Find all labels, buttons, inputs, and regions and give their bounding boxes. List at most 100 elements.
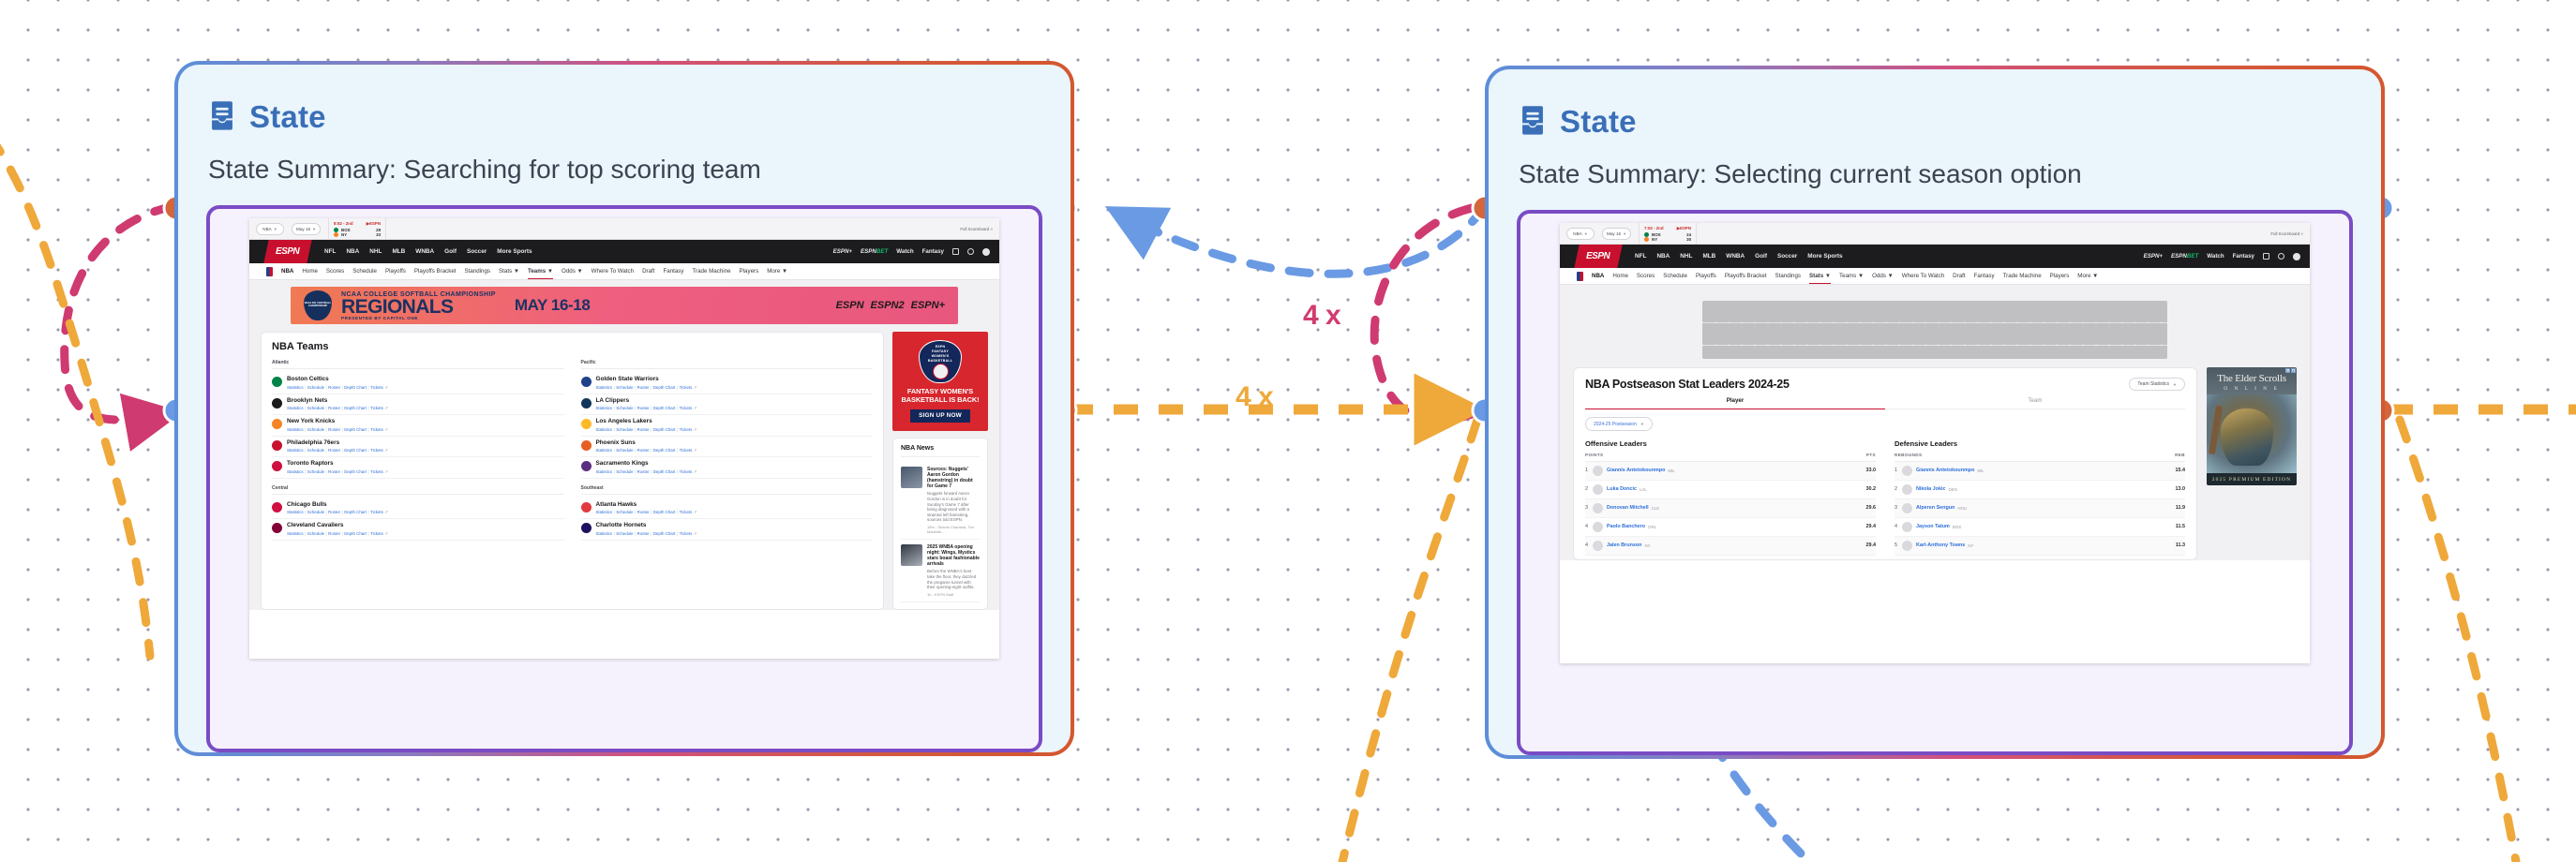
player-name[interactable]: Donovan Mitchell [1607, 505, 1649, 512]
date-select[interactable]: May 16 ▼ [1602, 227, 1632, 240]
team-name[interactable]: Cleveland Cavaliers [287, 522, 344, 529]
nav-watch[interactable]: Watch [896, 248, 914, 256]
fantasy-womens-basketball-ad[interactable]: ESPN FANTASY WOMEN'S BASKETBALL FANTASY … [892, 332, 988, 431]
subnav-trade-machine[interactable]: Trade Machine [692, 268, 731, 275]
subnav-stats[interactable]: Stats ▼ [499, 268, 519, 275]
node2-screenshot-frame[interactable]: NBA ▼ May 16 ▼ 7:02 - 2nd ▶ESPN [1517, 210, 2353, 755]
nav-item[interactable]: MLB [392, 248, 406, 256]
nav-item[interactable]: WNBA [1726, 253, 1745, 260]
team-name[interactable]: Atlanta Hawks [595, 500, 637, 508]
nav-item[interactable]: Soccer [466, 248, 487, 256]
player-name[interactable]: Nikola Jokic [1916, 486, 1946, 493]
team-name[interactable]: New York Knicks [287, 418, 336, 425]
team-links[interactable]: Statistics|Schedule|Roster|Depth Chart|T… [287, 448, 388, 453]
team-links[interactable]: Statistics|Schedule|Roster|Depth Chart|T… [287, 530, 388, 536]
espn-nba-teams-screenshot[interactable]: NBA ▼ May 16 ▼ 8:52 - 2nd ▶ESPN [249, 218, 999, 660]
team-links[interactable]: Statistics|Schedule|Roster|Depth Chart|T… [595, 406, 697, 411]
team-links[interactable]: Statistics|Schedule|Roster|Depth Chart|T… [287, 468, 388, 474]
subnav-schedule[interactable]: Schedule [352, 268, 377, 275]
nav-item[interactable]: Golf [1755, 253, 1767, 260]
date-select[interactable]: May 16 ▼ [292, 222, 322, 235]
player-name[interactable]: Giannis Antetokounmpo [1607, 468, 1666, 474]
subnav-home[interactable]: Home [1612, 273, 1628, 280]
team-name[interactable]: Brooklyn Nets [287, 396, 328, 404]
tab-player[interactable]: Player [1585, 397, 1885, 410]
team-name[interactable]: Toronto Raptors [287, 460, 334, 468]
state-node-1[interactable]: State State Summary: Searching for top s… [174, 61, 1074, 756]
team-name[interactable]: LA Clippers [595, 396, 630, 404]
player-name[interactable]: Alperen Sengun [1916, 505, 1955, 512]
subnav-stats[interactable]: Stats ▼ [1809, 273, 1832, 285]
subnav-players[interactable]: Players [739, 268, 759, 275]
subnav-where-to-watch[interactable]: Where To Watch [1901, 273, 1945, 280]
nav-item[interactable]: Golf [444, 248, 457, 256]
nav-item[interactable]: WNBA [415, 248, 435, 256]
team-links[interactable]: Statistics|Schedule|Roster|Depth Chart|T… [287, 406, 388, 411]
nav-item[interactable]: Soccer [1776, 253, 1798, 260]
nav-item[interactable]: More Sports [1807, 253, 1843, 260]
player-name[interactable]: Giannis Antetokounmpo [1916, 468, 1975, 474]
subnav-playoffs[interactable]: Playoffs [1696, 273, 1716, 280]
team-links[interactable]: Statistics|Schedule|Roster|Depth Chart|T… [287, 384, 388, 390]
team-links[interactable]: Statistics|Schedule|Roster|Depth Chart|T… [287, 426, 388, 432]
team-links[interactable]: Statistics|Schedule|Roster|Depth Chart|T… [595, 530, 697, 536]
nav-fantasy[interactable]: Fantasy [921, 248, 944, 256]
node1-screenshot-frame[interactable]: NBA ▼ May 16 ▼ 8:52 - 2nd ▶ESPN [206, 205, 1042, 752]
espn-plus-link[interactable]: ESPN+ [2143, 253, 2164, 260]
list-icon[interactable] [952, 248, 959, 256]
full-scoreboard-link[interactable]: Full Scoreboard » [2270, 230, 2303, 236]
team-name[interactable]: Phoenix Suns [595, 438, 636, 446]
nav-item[interactable]: More Sports [497, 248, 532, 256]
team-name[interactable]: Chicago Bulls [287, 500, 327, 508]
account-icon[interactable] [982, 247, 990, 256]
team-links[interactable]: Statistics|Schedule|Roster|Depth Chart|T… [595, 510, 697, 515]
league-select[interactable]: NBA ▼ [1566, 227, 1595, 240]
team-links[interactable]: Statistics|Schedule|Roster|Depth Chart|T… [595, 384, 697, 390]
espn-plus-link[interactable]: ESPN+ [832, 248, 853, 256]
nav-item[interactable]: NFL [324, 248, 337, 256]
player-name[interactable]: Paolo Banchero [1607, 524, 1646, 530]
subnav-standings[interactable]: Standings [1775, 273, 1802, 280]
nav-item[interactable]: NBA [1656, 253, 1670, 260]
scoreboard-game-card[interactable]: 7:02 - 2nd ▶ESPN BOS 24 NY 30 [1639, 223, 1698, 245]
subnav-fantasy[interactable]: Fantasy [663, 268, 684, 275]
subnav-home[interactable]: Home [302, 268, 318, 275]
softball-regionals-banner[interactable]: NCAA DIV I SOFTBALL CHAMPIONSHIP NCAA CO… [291, 287, 958, 325]
team-name[interactable]: Los Angeles Lakers [595, 418, 652, 425]
state-node-2[interactable]: State State Summary: Selecting current s… [1485, 66, 2385, 759]
nav-fantasy[interactable]: Fantasy [2232, 253, 2254, 260]
sign-up-now-button[interactable]: SIGN UP NOW [910, 409, 970, 423]
espn-stat-leaders-screenshot[interactable]: NBA ▼ May 16 ▼ 7:02 - 2nd ▶ESPN [1560, 223, 2310, 664]
elder-scrolls-online-ad[interactable]: ▷✕ The Elder Scrolls O N L I N E 2025 PR… [2207, 367, 2297, 486]
subnav-teams[interactable]: Teams ▼ [1839, 273, 1865, 280]
espn-logo-icon[interactable]: ESPN [1574, 245, 1623, 269]
subnav-players[interactable]: Players [2049, 273, 2070, 280]
team-name[interactable]: Philadelphia 76ers [287, 438, 340, 446]
team-links[interactable]: Statistics|Schedule|Roster|Depth Chart|T… [287, 510, 388, 515]
player-name[interactable]: Jayson Tatum [1916, 524, 1950, 530]
list-icon[interactable] [2263, 253, 2269, 260]
subnav-odds[interactable]: Odds ▼ [1872, 273, 1894, 280]
tab-team[interactable]: Team [1885, 397, 2185, 410]
scoreboard-game-card[interactable]: 8:52 - 2nd ▶ESPN BOS 29 NY 33 [328, 218, 387, 240]
subnav-where-to-watch[interactable]: Where To Watch [591, 268, 635, 275]
list-item[interactable]: Sources: Nuggets' Aaron Gordon (hamstrin… [901, 462, 980, 540]
team-links[interactable]: Statistics|Schedule|Roster|Depth Chart|T… [595, 468, 697, 474]
list-item[interactable]: 2025 WNBA opening night: Wings, Mystics … [901, 540, 980, 602]
subnav-playoffs-bracket[interactable]: Playoffs Bracket [413, 268, 457, 275]
